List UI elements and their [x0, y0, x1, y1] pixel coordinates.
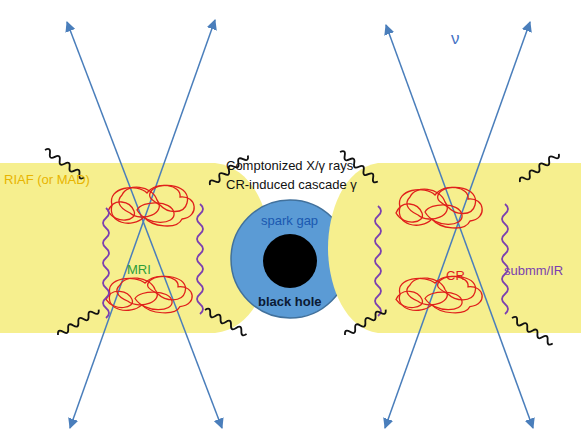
accretion-flow-band: CR submm/IR — [328, 163, 581, 333]
spark-gap-label: spark gap — [261, 213, 318, 229]
flow-label: RIAF (or MAD) — [4, 172, 90, 188]
mri-label: MRI — [127, 262, 151, 278]
accretion-flow-band-shape — [328, 163, 581, 333]
black-hole-label: black hole — [258, 294, 322, 310]
submm-label: submm/IR — [504, 263, 563, 279]
emission-label: CR-induced cascade γ — [226, 177, 357, 193]
emission-label: Comptonized X/γ rays — [226, 158, 353, 174]
cr-label: CR — [446, 268, 465, 284]
neutrino-symbol: ν — [451, 31, 460, 47]
